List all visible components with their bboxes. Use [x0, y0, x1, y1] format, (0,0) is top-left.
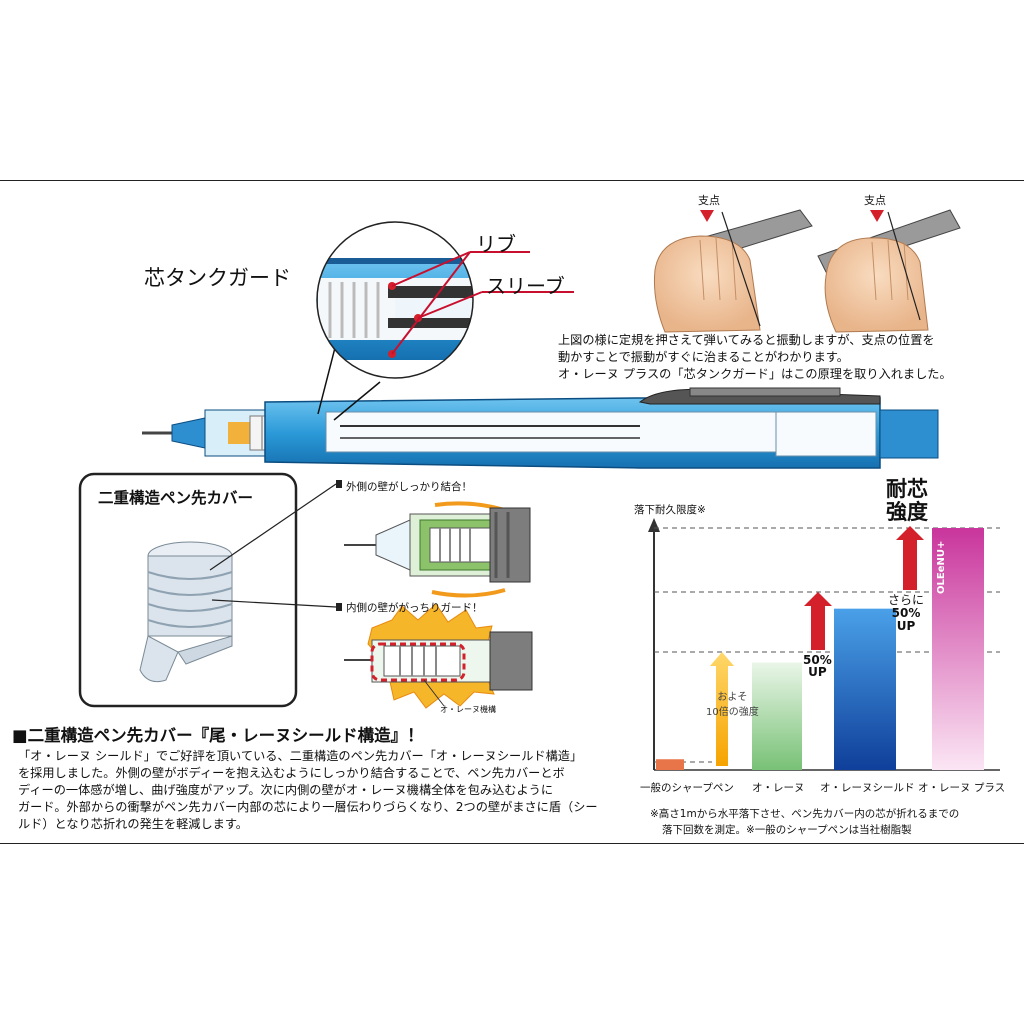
- outer-wall-label: 外側の壁がしっかり結合！: [346, 481, 472, 493]
- body-line: 「オ・レーヌ シールド」でご好評を頂いている、二重構造のペン先カバー「オ・レーヌ…: [18, 749, 583, 763]
- explanation-line: オ・レーヌ プラスの「芯タンクガード」はこの原理を取り入れました。: [558, 367, 952, 381]
- annotation-more-50up: さらに 50% UP: [888, 594, 924, 633]
- bar-2: [834, 608, 896, 770]
- category-label: オ・レーヌ プラス: [918, 782, 1006, 794]
- chart-bars: [656, 528, 984, 770]
- annotation-more-up: UP: [896, 619, 916, 633]
- cross-section-outer: [344, 501, 531, 598]
- body-line: ディーの一体感が増し、曲げ強度がアップ。次に内側の壁がオ・レーヌ機構全体を包み込…: [18, 783, 554, 797]
- strength-title-line1: 耐芯: [886, 477, 928, 501]
- category-label: オ・レーヌ: [752, 782, 805, 794]
- annotation-10x: およそ 10倍の強度: [706, 690, 759, 720]
- tip-cover-box: [78, 472, 342, 708]
- chart-note-2: 落下回数を測定。※一般のシャープペンは当社樹脂製: [662, 824, 912, 836]
- annotation-50up-line1: 50%: [803, 653, 832, 667]
- bar-logo-text: OLEeNU+: [936, 540, 947, 594]
- annotation-more: さらに: [888, 593, 925, 607]
- fulcrum-label-left: 支点: [698, 194, 720, 207]
- content-frame: [0, 180, 1024, 844]
- fulcrum-label-right: 支点: [864, 194, 886, 207]
- chart-ylabel: 落下耐久限度※: [634, 504, 706, 516]
- category-label: オ・レーヌシールド: [820, 782, 915, 794]
- explanation-line: 上図の様に定規を押さえて弾いてみると振動しますが、支点の位置を: [558, 333, 935, 347]
- tip-cover-3d: [139, 541, 233, 683]
- section-heading: ■二重構造ペン先カバー『尾・レーヌシールド構造』！: [12, 726, 424, 745]
- annotation-50up: 50% UP: [803, 654, 832, 678]
- category-label: 一般のシャープペン: [640, 782, 734, 794]
- strength-title: 耐芯 強度: [886, 478, 928, 524]
- chart-note-1: ※高さ1mから水平落下させ、ペン先カバー内の芯が折れるまでの: [650, 808, 960, 820]
- rib-label: リブ: [476, 232, 516, 256]
- bar-1: [752, 662, 802, 770]
- annotation-50up-line2: UP: [808, 665, 827, 679]
- sleeve-label: スリーブ: [486, 274, 565, 298]
- chart-arrows: [710, 526, 924, 766]
- annotation-10x-line1: およそ: [717, 692, 748, 703]
- annotation-more-50: 50%: [891, 606, 921, 620]
- body-line: ガード。外部からの衝撃がペン先カバー内部の芯により一層伝わりづらくなり、2つの壁…: [18, 800, 598, 814]
- pencil-illustration: [142, 387, 939, 469]
- bar-3: [932, 528, 984, 770]
- hand-illustration-left: [653, 209, 813, 333]
- explanation-line: 動かすことで振動がすぐに治まることがわかります。: [558, 350, 849, 364]
- tip-cover-title: 二重構造ペン先カバー: [98, 489, 254, 507]
- core-tank-guard-label: 芯タンクガード: [144, 266, 291, 290]
- vibration-explanation: 上図の様に定規を押さえて弾いてみると振動しますが、支点の位置を 動かすことで振動…: [558, 332, 952, 383]
- strength-title-line2: 強度: [886, 500, 928, 524]
- annotation-10x-line2: 10倍の強度: [706, 707, 759, 718]
- cross-section-inner: [344, 603, 533, 709]
- inner-wall-label: 内側の壁ががっちりガード！: [346, 602, 483, 614]
- magnified-detail: [316, 221, 574, 421]
- body-line: を採用しました。外側の壁がボディーを抱え込むようにしっかり結合することで、ペン先…: [18, 766, 565, 780]
- bar-0: [656, 759, 684, 770]
- hand-illustration-right: [817, 209, 961, 333]
- section-body: 「オ・レーヌ シールド」でご好評を頂いている、二重構造のペン先カバー「オ・レーヌ…: [18, 748, 598, 833]
- body-line: ルド）となり芯折れの発生を軽減します。: [18, 817, 248, 831]
- mechanism-label: オ・レーヌ機構: [440, 705, 496, 714]
